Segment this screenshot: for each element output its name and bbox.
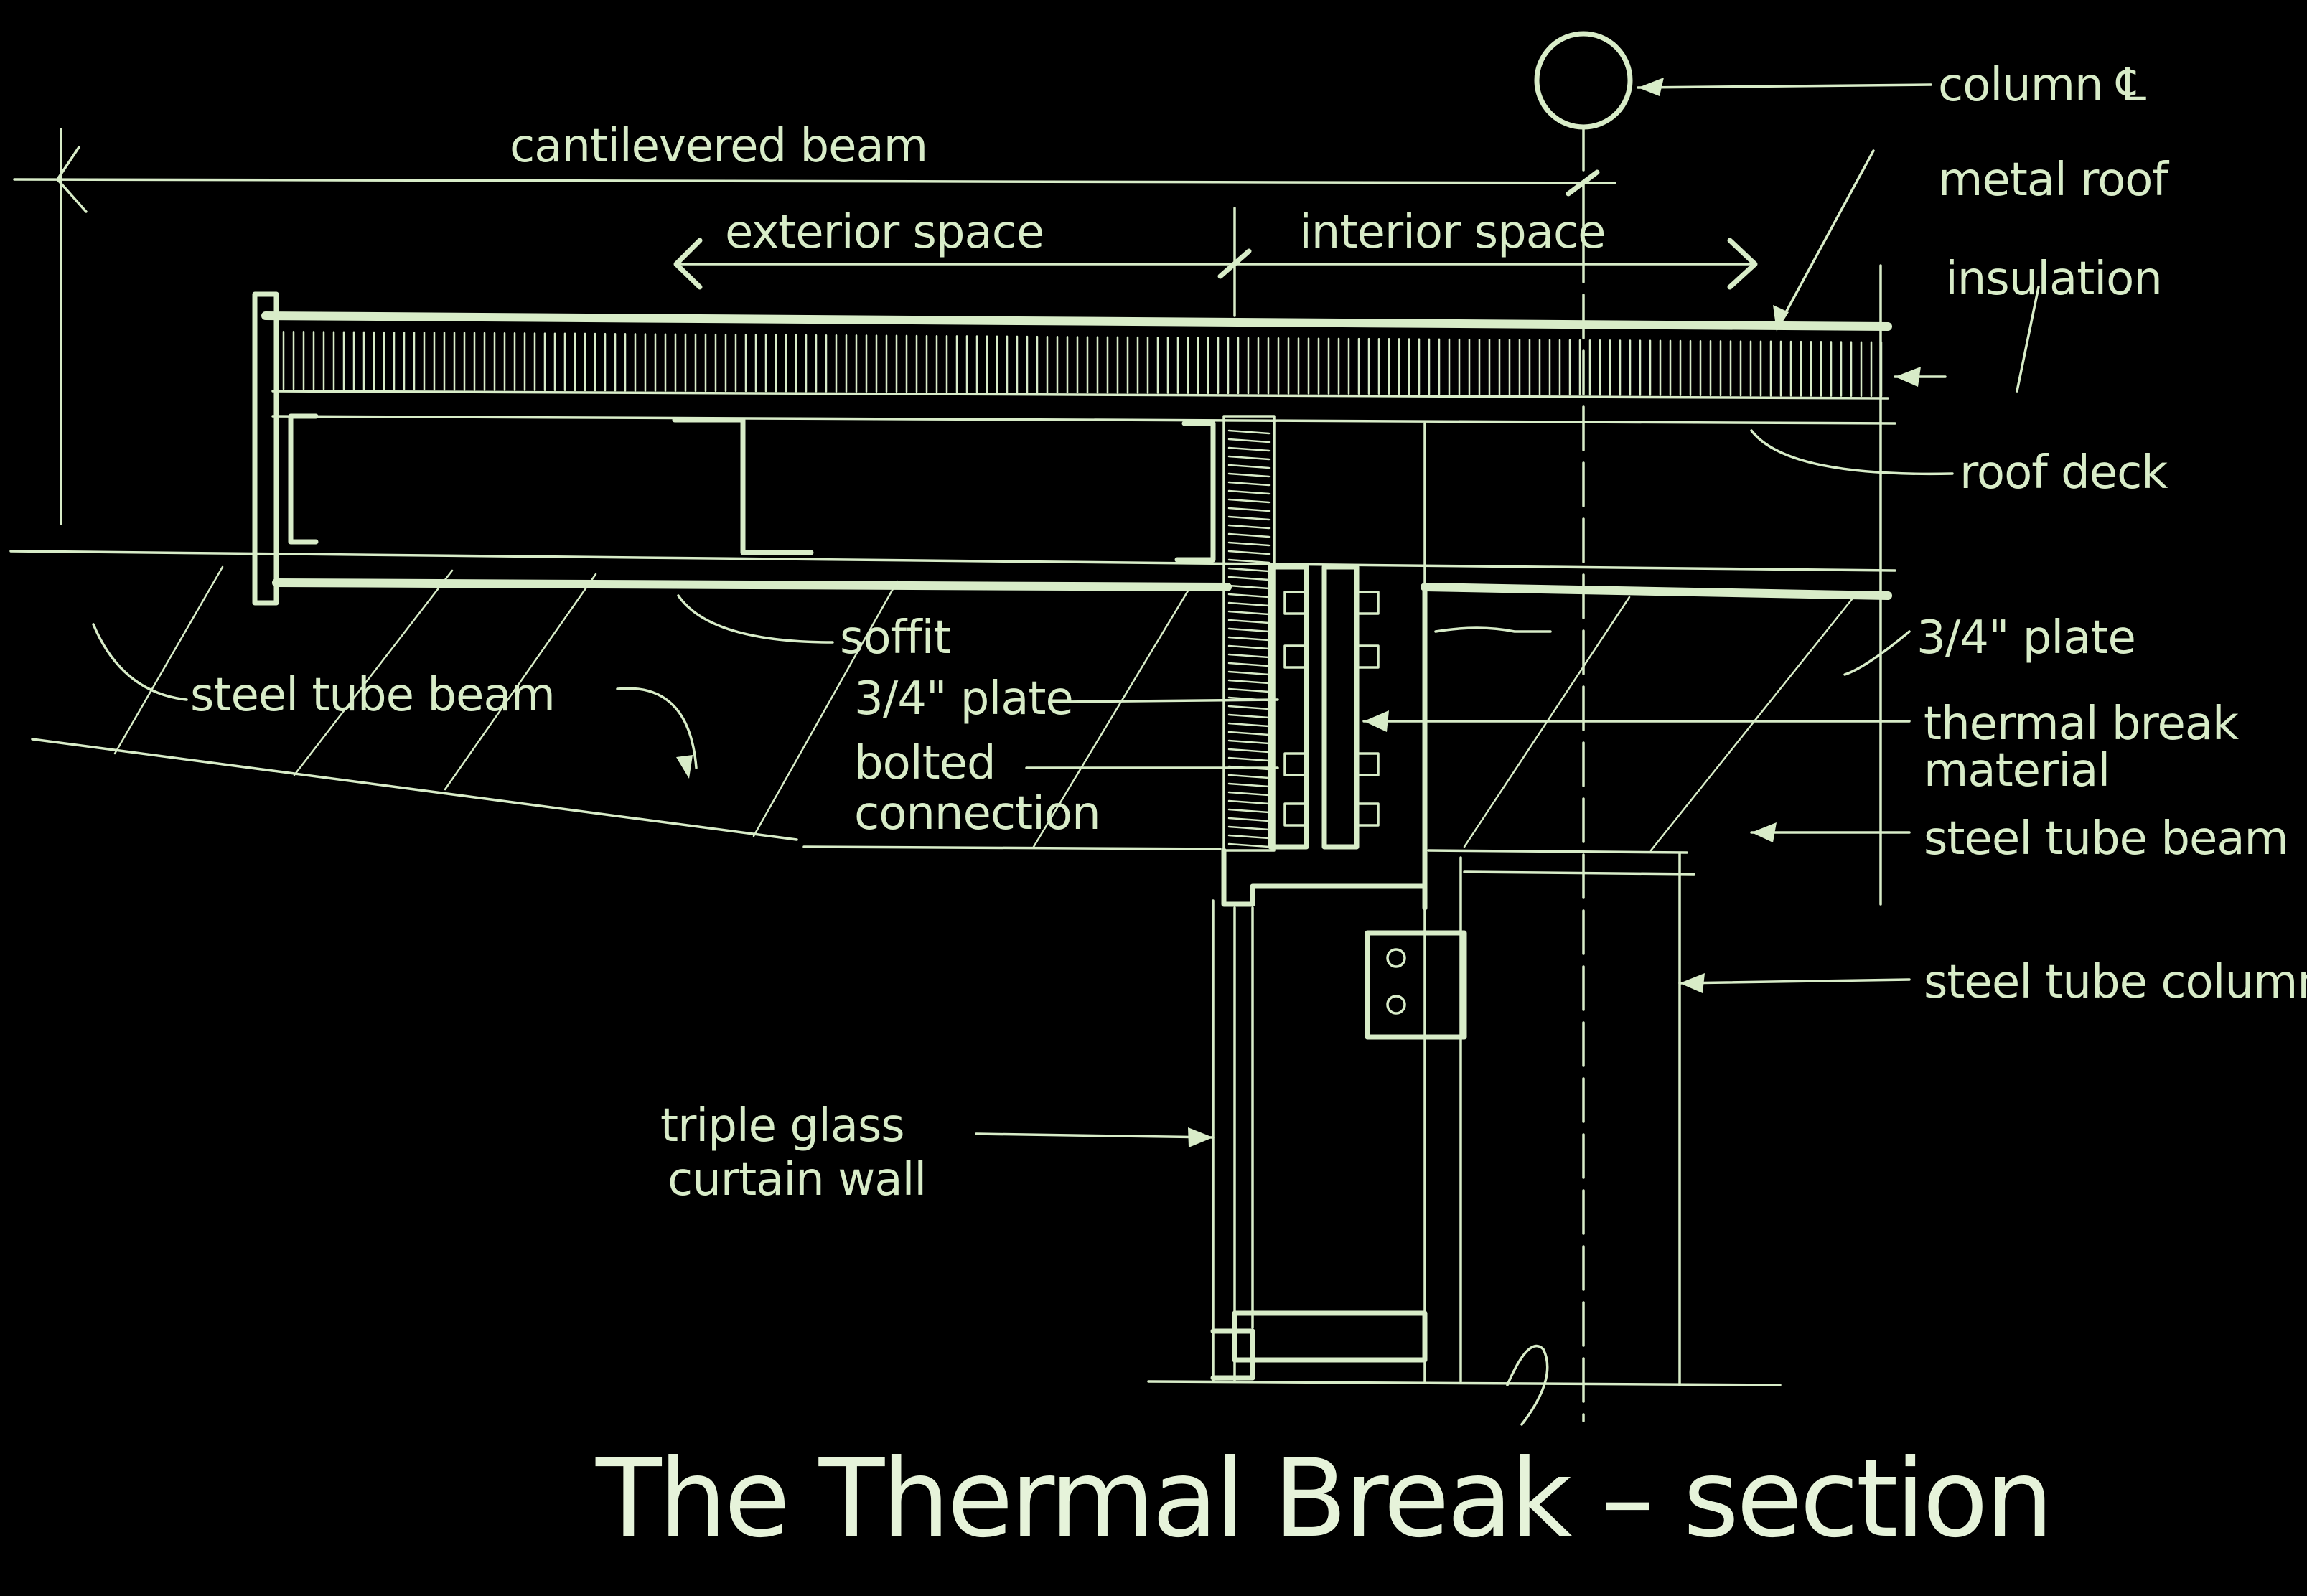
label-curtain-wall-1: triple glass xyxy=(660,1099,904,1153)
purlins xyxy=(288,413,1216,563)
roof-deck xyxy=(271,415,1896,425)
metal-roof xyxy=(252,291,1892,606)
label-insulation: insulation xyxy=(1945,253,2162,306)
thermal-break-connection xyxy=(1222,415,1428,911)
label-connection-2: connection xyxy=(854,787,1100,840)
label-metal-roof: metal roof xyxy=(1938,154,2169,207)
column-centerline xyxy=(1534,31,1932,1422)
label-column-centerline: column ℄ xyxy=(1938,59,2146,112)
label-bolted-1: bolted xyxy=(854,737,996,790)
label-roof-deck: roof deck xyxy=(1960,446,2168,499)
label-curtain-wall-2: curtain wall xyxy=(668,1153,926,1206)
label-interior-space: interior space xyxy=(1299,206,1605,259)
steel-tube-beam-exterior xyxy=(9,550,1896,850)
label-soffit: soffit xyxy=(840,611,950,665)
label-thermal-break-2: material xyxy=(1924,744,2110,797)
soffit xyxy=(272,578,1892,600)
floor-line xyxy=(1147,1344,1782,1426)
label-steel-tube-beam-left: steel tube beam xyxy=(190,669,555,722)
label-exterior-space: exterior space xyxy=(725,206,1044,259)
label-steel-tube-beam-right: steel tube beam xyxy=(1924,812,2288,865)
steel-tube-column xyxy=(1365,853,1695,1386)
space-dimension-line xyxy=(673,207,1758,317)
insulation-layer xyxy=(271,330,1889,400)
label-plate-right: 3/4" plate xyxy=(1917,611,2135,665)
cantilever-dimension-line xyxy=(13,128,1616,525)
triple-glass-curtain-wall xyxy=(1210,848,1428,1383)
drawing-title: The Thermal Break – section xyxy=(595,1437,2051,1562)
label-cantilevered-beam: cantilevered beam xyxy=(510,120,927,173)
label-plate-left: 3/4" plate xyxy=(854,672,1073,726)
leader-lines xyxy=(92,149,2040,1147)
label-thermal-break-1: thermal break xyxy=(1924,698,2239,751)
label-steel-tube-column: steel tube column xyxy=(1924,956,2307,1009)
